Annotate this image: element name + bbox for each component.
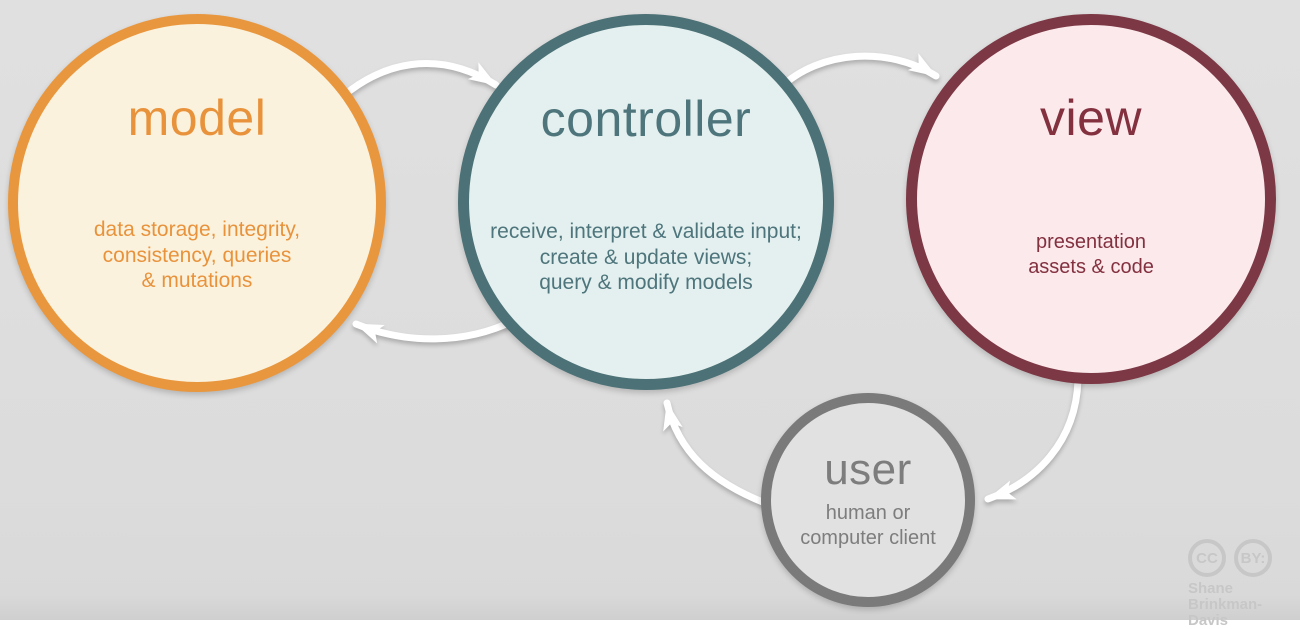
controller-title: controller — [540, 91, 752, 147]
user-description: human or computer client — [800, 502, 936, 549]
attribution-name: Shane Brinkman-Davis — [1188, 580, 1263, 629]
view-title: view — [1039, 90, 1143, 146]
controller-description: receive, interpret & validate input; cre… — [490, 220, 802, 294]
user-title: user — [824, 445, 912, 494]
view-node: view presentation assets & code — [906, 14, 1276, 384]
arrow-user-to-controller — [663, 399, 769, 507]
model-description: data storage, integrity, consistency, qu… — [93, 218, 301, 292]
attribution: CC BY: Shane Brinkman-Davis — [1188, 539, 1300, 629]
model-title: model — [127, 90, 267, 146]
cc-by-icon: BY: — [1234, 539, 1272, 577]
user-node: user human or computer client — [761, 393, 975, 607]
model-node: model data storage, integrity, consisten… — [8, 14, 386, 392]
arrow-view-to-user — [984, 376, 1082, 503]
view-description: presentation assets & code — [1028, 231, 1154, 278]
arrow-controller-to-view — [776, 52, 940, 92]
controller-node: controller receive, interpret & validate… — [458, 14, 834, 390]
cc-icon: CC — [1188, 539, 1226, 577]
arrow-controller-to-model — [352, 316, 519, 344]
cc-badges: CC BY: — [1188, 539, 1300, 577]
